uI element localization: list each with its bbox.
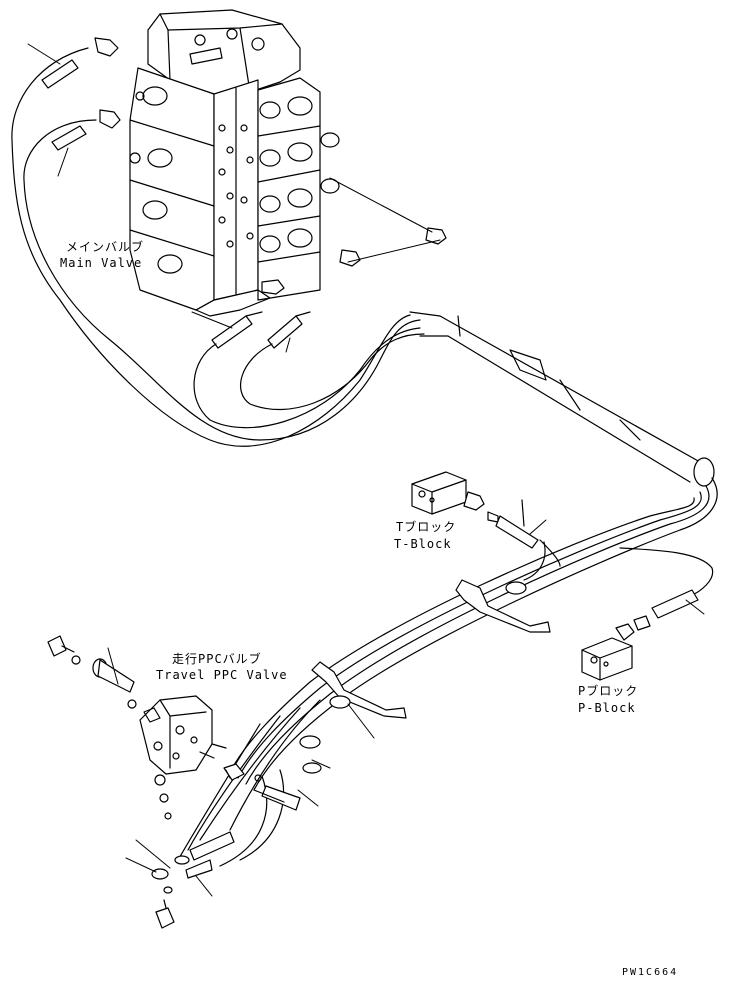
- main-valve-label-en: Main Valve: [60, 256, 143, 270]
- travel-ppc-valve-label-en: Travel PPC Valve: [156, 668, 288, 682]
- main-valve: [129, 9, 340, 317]
- ppc-valve-fittings: [151, 763, 301, 929]
- travel-ppc-valve-label-jp: 走行PPCバルブ: [172, 652, 262, 666]
- leader-lines-top: [27, 43, 441, 353]
- hose-clamps: [299, 579, 551, 774]
- hose-ends-main-valve: [41, 59, 311, 349]
- t-block-label-jp: Tブロック: [396, 520, 457, 534]
- main-valve-label-jp: メインバルブ: [66, 240, 145, 254]
- t-block-label-en: T-Block: [394, 537, 452, 551]
- drawing-code: PW1C664: [622, 967, 679, 978]
- leader-lines-bottom: [107, 519, 705, 897]
- t-block: [411, 471, 546, 581]
- travel-ppc-valve: [47, 635, 227, 775]
- p-block: [581, 589, 699, 681]
- p-block-label-jp: Pブロック: [578, 684, 639, 698]
- p-block-label-en: P-Block: [578, 701, 636, 715]
- hose-bundle: [11, 47, 718, 867]
- main-valve-elbow-fittings: [94, 37, 447, 295]
